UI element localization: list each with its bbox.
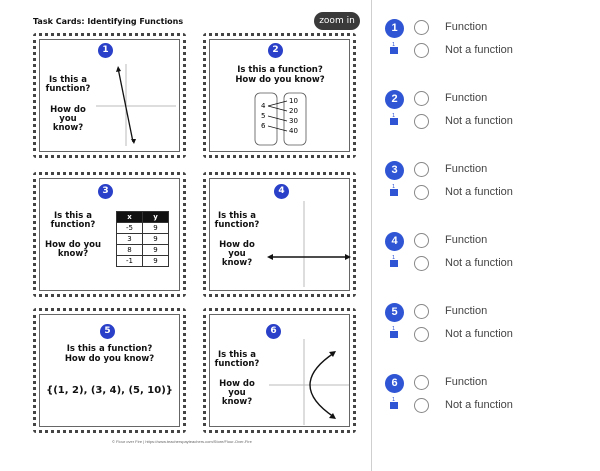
radio-function[interactable] (414, 233, 429, 248)
radio-not-a-function[interactable] (414, 185, 429, 200)
option-label: Not a function (445, 399, 513, 411)
flag-icon[interactable]: 1 (389, 325, 399, 339)
svg-text:1: 1 (392, 397, 395, 403)
card-prompt: How do you know? (64, 354, 155, 364)
table-cell: 9 (142, 233, 169, 245)
task-card-5: 5 Is this a function? How do you know? {… (33, 308, 186, 433)
card-number-badge: 4 (274, 184, 289, 199)
svg-text:1: 1 (392, 42, 395, 48)
worksheet-title: Task Cards: Identifying Functions (33, 17, 184, 26)
horizontal-line-graph (267, 201, 351, 287)
flag-icon[interactable]: 1 (389, 41, 399, 55)
table-cell: 9 (142, 222, 169, 234)
flag-icon[interactable]: 1 (389, 396, 399, 410)
table-cell: -5 (116, 222, 143, 234)
worksheet-footer: © Flour over Fire | https://www.teachers… (112, 439, 252, 444)
flag-icon[interactable]: 1 (389, 254, 399, 268)
svg-text:1: 1 (392, 326, 395, 332)
task-card-1: 1 Is this a function? How do you know? (33, 33, 186, 158)
task-card-6: 6 Is this a function? How do you know? (203, 308, 356, 433)
table-cell: 8 (116, 244, 143, 256)
card-question: Is this a function? (214, 211, 260, 230)
radio-function[interactable] (414, 162, 429, 177)
card-prompt: How do you know? (44, 240, 102, 259)
table-header: x (116, 211, 143, 223)
radio-not-a-function[interactable] (414, 114, 429, 129)
option-label: Not a function (445, 328, 513, 340)
card-number-badge: 6 (266, 324, 281, 339)
svg-text:1: 1 (392, 113, 395, 119)
card-number-badge: 2 (268, 43, 283, 58)
table-cell: -1 (116, 255, 143, 267)
card-number-badge: 1 (98, 43, 113, 58)
question-number-badge: 4 (385, 232, 404, 251)
card-number-badge: 5 (100, 324, 115, 339)
option-label: Not a function (445, 44, 513, 56)
option-label: Function (445, 305, 488, 317)
option-label: Not a function (445, 186, 513, 198)
radio-function[interactable] (414, 304, 429, 319)
domain-value: 6 (261, 122, 266, 130)
flag-icon[interactable]: 1 (389, 183, 399, 197)
question-number-badge: 3 (385, 161, 404, 180)
option-label: Function (445, 234, 488, 246)
option-label: Not a function (445, 257, 513, 269)
radio-not-a-function[interactable] (414, 43, 429, 58)
card-question: Is this a function? (237, 65, 323, 75)
radio-not-a-function[interactable] (414, 398, 429, 413)
range-value: 30 (289, 117, 298, 125)
task-card-4: 4 Is this a function? How do you know? (203, 172, 356, 297)
task-card-3: 3 Is this a function? How do you know? x… (33, 172, 186, 297)
option-label: Function (445, 21, 488, 33)
radio-function[interactable] (414, 91, 429, 106)
question-number-badge: 1 (385, 19, 404, 38)
radio-function[interactable] (414, 20, 429, 35)
card-question: Is this a function? (45, 75, 91, 94)
table-cell: 9 (142, 244, 169, 256)
ordered-pairs-set: {(1, 2), (3, 4), (5, 10)} (46, 385, 173, 396)
range-value: 10 (289, 97, 298, 105)
svg-text:1: 1 (392, 255, 395, 261)
task-card-2: 2 Is this a function? How do you know? 4… (203, 33, 356, 158)
card-number-badge: 3 (98, 184, 113, 199)
svg-text:1: 1 (392, 184, 395, 190)
card-prompt: How do you know? (235, 75, 325, 85)
zoom-in-button[interactable]: zoom in (314, 12, 360, 30)
radio-not-a-function[interactable] (414, 327, 429, 342)
option-label: Function (445, 376, 488, 388)
card-prompt: How do you know? (50, 105, 86, 133)
card-question: Is this a function? (214, 350, 260, 369)
option-label: Function (445, 163, 488, 175)
domain-value: 5 (261, 112, 265, 120)
answer-panel: 1 1 Function Not a function 2 1 Function… (373, 0, 600, 471)
parabola-graph (269, 339, 349, 425)
vertical-line-graph (96, 64, 176, 146)
flag-icon[interactable]: 1 (389, 112, 399, 126)
question-number-badge: 5 (385, 303, 404, 322)
card-question: Is this a function? (50, 211, 96, 230)
option-label: Function (445, 92, 488, 104)
table-cell: 9 (142, 255, 169, 267)
range-value: 20 (289, 107, 298, 115)
radio-not-a-function[interactable] (414, 256, 429, 271)
table-cell: 3 (116, 233, 143, 245)
card-prompt: How do you know? (219, 240, 255, 268)
card-question: Is this a function? (66, 344, 153, 354)
domain-value: 4 (261, 102, 266, 110)
option-label: Not a function (445, 115, 513, 127)
table-header: y (142, 211, 169, 223)
question-number-badge: 2 (385, 90, 404, 109)
radio-function[interactable] (414, 375, 429, 390)
worksheet-panel: Task Cards: Identifying Functions zoom i… (33, 0, 372, 471)
mapping-diagram: 4 5 6 10 20 30 40 (254, 92, 307, 146)
range-value: 40 (289, 127, 298, 135)
question-number-badge: 6 (385, 374, 404, 393)
card-prompt: How do you know? (219, 379, 255, 407)
